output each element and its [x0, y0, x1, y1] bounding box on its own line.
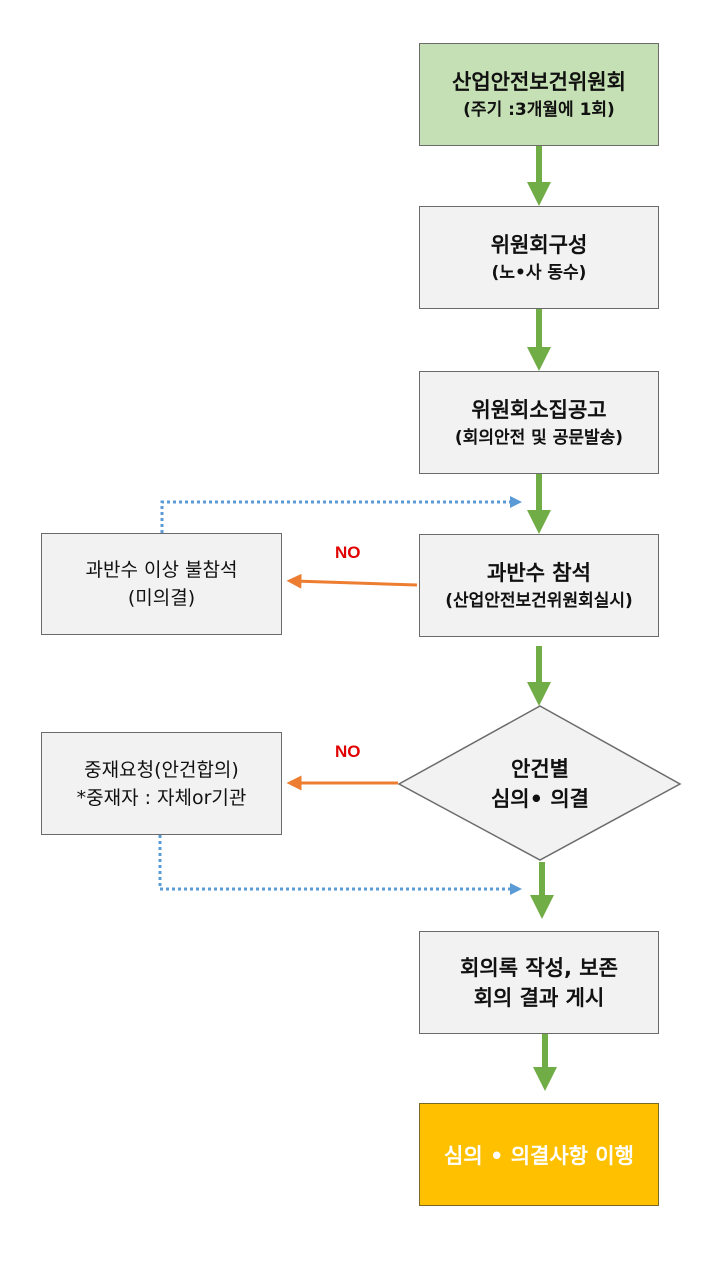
quorum-attendance-subtitle: (산업안전보건위원회실시)	[445, 590, 633, 611]
minutes-title: 회의록 작성, 보존	[460, 955, 618, 980]
committee-notice-box: 위원회소집공고 (회의안전 및 공문발송)	[419, 371, 659, 474]
minutes-box: 회의록 작성, 보존 회의 결과 게시	[419, 931, 659, 1034]
decision-label-line1: 안건별	[511, 757, 569, 781]
committee-start-box: 산업안전보건위원회 (주기 :3개월에 1회)	[419, 43, 659, 146]
implementation-title: 심의 • 의결사항 이행	[444, 1143, 634, 1168]
no-quorum-subtitle: (미의결)	[127, 587, 196, 609]
no-label-quorum: NO	[335, 543, 361, 562]
committee-compose-subtitle: (노•사 동수)	[491, 262, 587, 283]
decision-label: 안건별 심의• 의결	[440, 752, 640, 816]
mediation-request-title: 중재요청(안건합의)	[84, 758, 239, 781]
committee-start-subtitle: (주기 :3개월에 1회)	[463, 99, 615, 120]
committee-notice-title: 위원회소집공고	[471, 397, 607, 422]
committee-start-title: 산업안전보건위원회	[452, 69, 626, 94]
return-line-bottom	[158, 835, 522, 895]
mediation-request-box: 중재요청(안건합의) *중재자 : 자체or기관	[41, 732, 282, 835]
return-line-top	[160, 496, 522, 533]
no-label-decision: NO	[335, 742, 361, 761]
minutes-subtitle: 회의 결과 게시	[473, 985, 605, 1010]
decision-label-line2: 심의• 의결	[490, 787, 589, 811]
implementation-box: 심의 • 의결사항 이행	[419, 1103, 659, 1206]
decision-diamond	[397, 705, 682, 861]
arrow-no-quorum	[286, 573, 418, 589]
committee-compose-box: 위원회구성 (노•사 동수)	[419, 206, 659, 309]
quorum-attendance-box: 과반수 참석 (산업안전보건위원회실시)	[419, 534, 659, 637]
quorum-attendance-title: 과반수 참석	[487, 560, 591, 585]
committee-compose-title: 위원회구성	[490, 232, 588, 257]
mediation-request-subtitle: *중재자 : 자체or기관	[76, 786, 247, 809]
committee-notice-subtitle: (회의안전 및 공문발송)	[454, 427, 624, 448]
no-quorum-title: 과반수 이상 불참석	[85, 559, 238, 581]
no-quorum-box: 과반수 이상 불참석 (미의결)	[41, 533, 282, 635]
